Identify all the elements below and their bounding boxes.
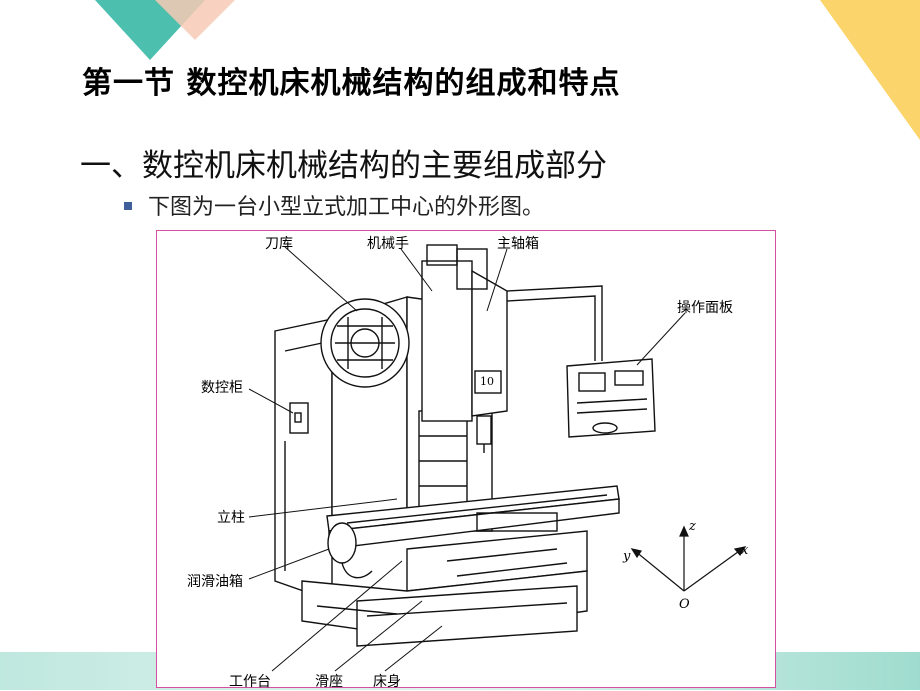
- machining-center-figure: 刀库 机械手 主轴箱 操作面板 数控柜 立柱 润滑油箱 工作台 滑座 床身 10…: [156, 230, 776, 690]
- bullet-square-icon: [124, 202, 132, 210]
- label-manipulator: 机械手: [367, 236, 409, 252]
- axis-diagram: [630, 525, 747, 592]
- bullet-item: 下图为一台小型立式加工中心的外形图。: [124, 189, 544, 221]
- label-lube-tank: 润滑油箱: [187, 574, 243, 590]
- yellow-triangle: [820, 0, 920, 140]
- section-heading: 一、数控机床机械结构的主要组成部分: [80, 148, 607, 184]
- leader-lines: [248, 246, 686, 672]
- label-column: 立柱: [217, 510, 245, 526]
- label-nc-cabinet: 数控柜: [201, 380, 243, 396]
- worktable-shape: [326, 485, 620, 550]
- slide-title: 第一节 数控机床机械结构的组成和特点: [82, 66, 621, 101]
- control-panel-shape: [506, 285, 656, 438]
- axis-z-label: z: [689, 519, 696, 534]
- label-bed: 床身: [373, 674, 401, 690]
- bed-shape: [301, 570, 588, 647]
- machining-center-drawing: [248, 244, 747, 672]
- spindle-number: 10: [480, 375, 494, 388]
- label-slide-saddle: 滑座: [315, 674, 343, 690]
- lube-tank-shape: [327, 522, 373, 579]
- bullet-text: 下图为一台小型立式加工中心的外形图。: [148, 195, 545, 220]
- label-control-panel: 操作面板: [677, 300, 733, 316]
- axis-x-label: x: [741, 543, 749, 558]
- spindle-head-shape: [421, 244, 508, 453]
- peach-triangle: [155, 0, 235, 40]
- label-tool-magazine: 刀库: [265, 236, 293, 252]
- label-worktable: 工作台: [229, 674, 271, 690]
- axis-origin-label: O: [679, 597, 690, 612]
- axis-y-label: y: [623, 549, 631, 564]
- label-spindle-box: 主轴箱: [497, 236, 539, 252]
- tool-magazine-shape: [320, 298, 410, 388]
